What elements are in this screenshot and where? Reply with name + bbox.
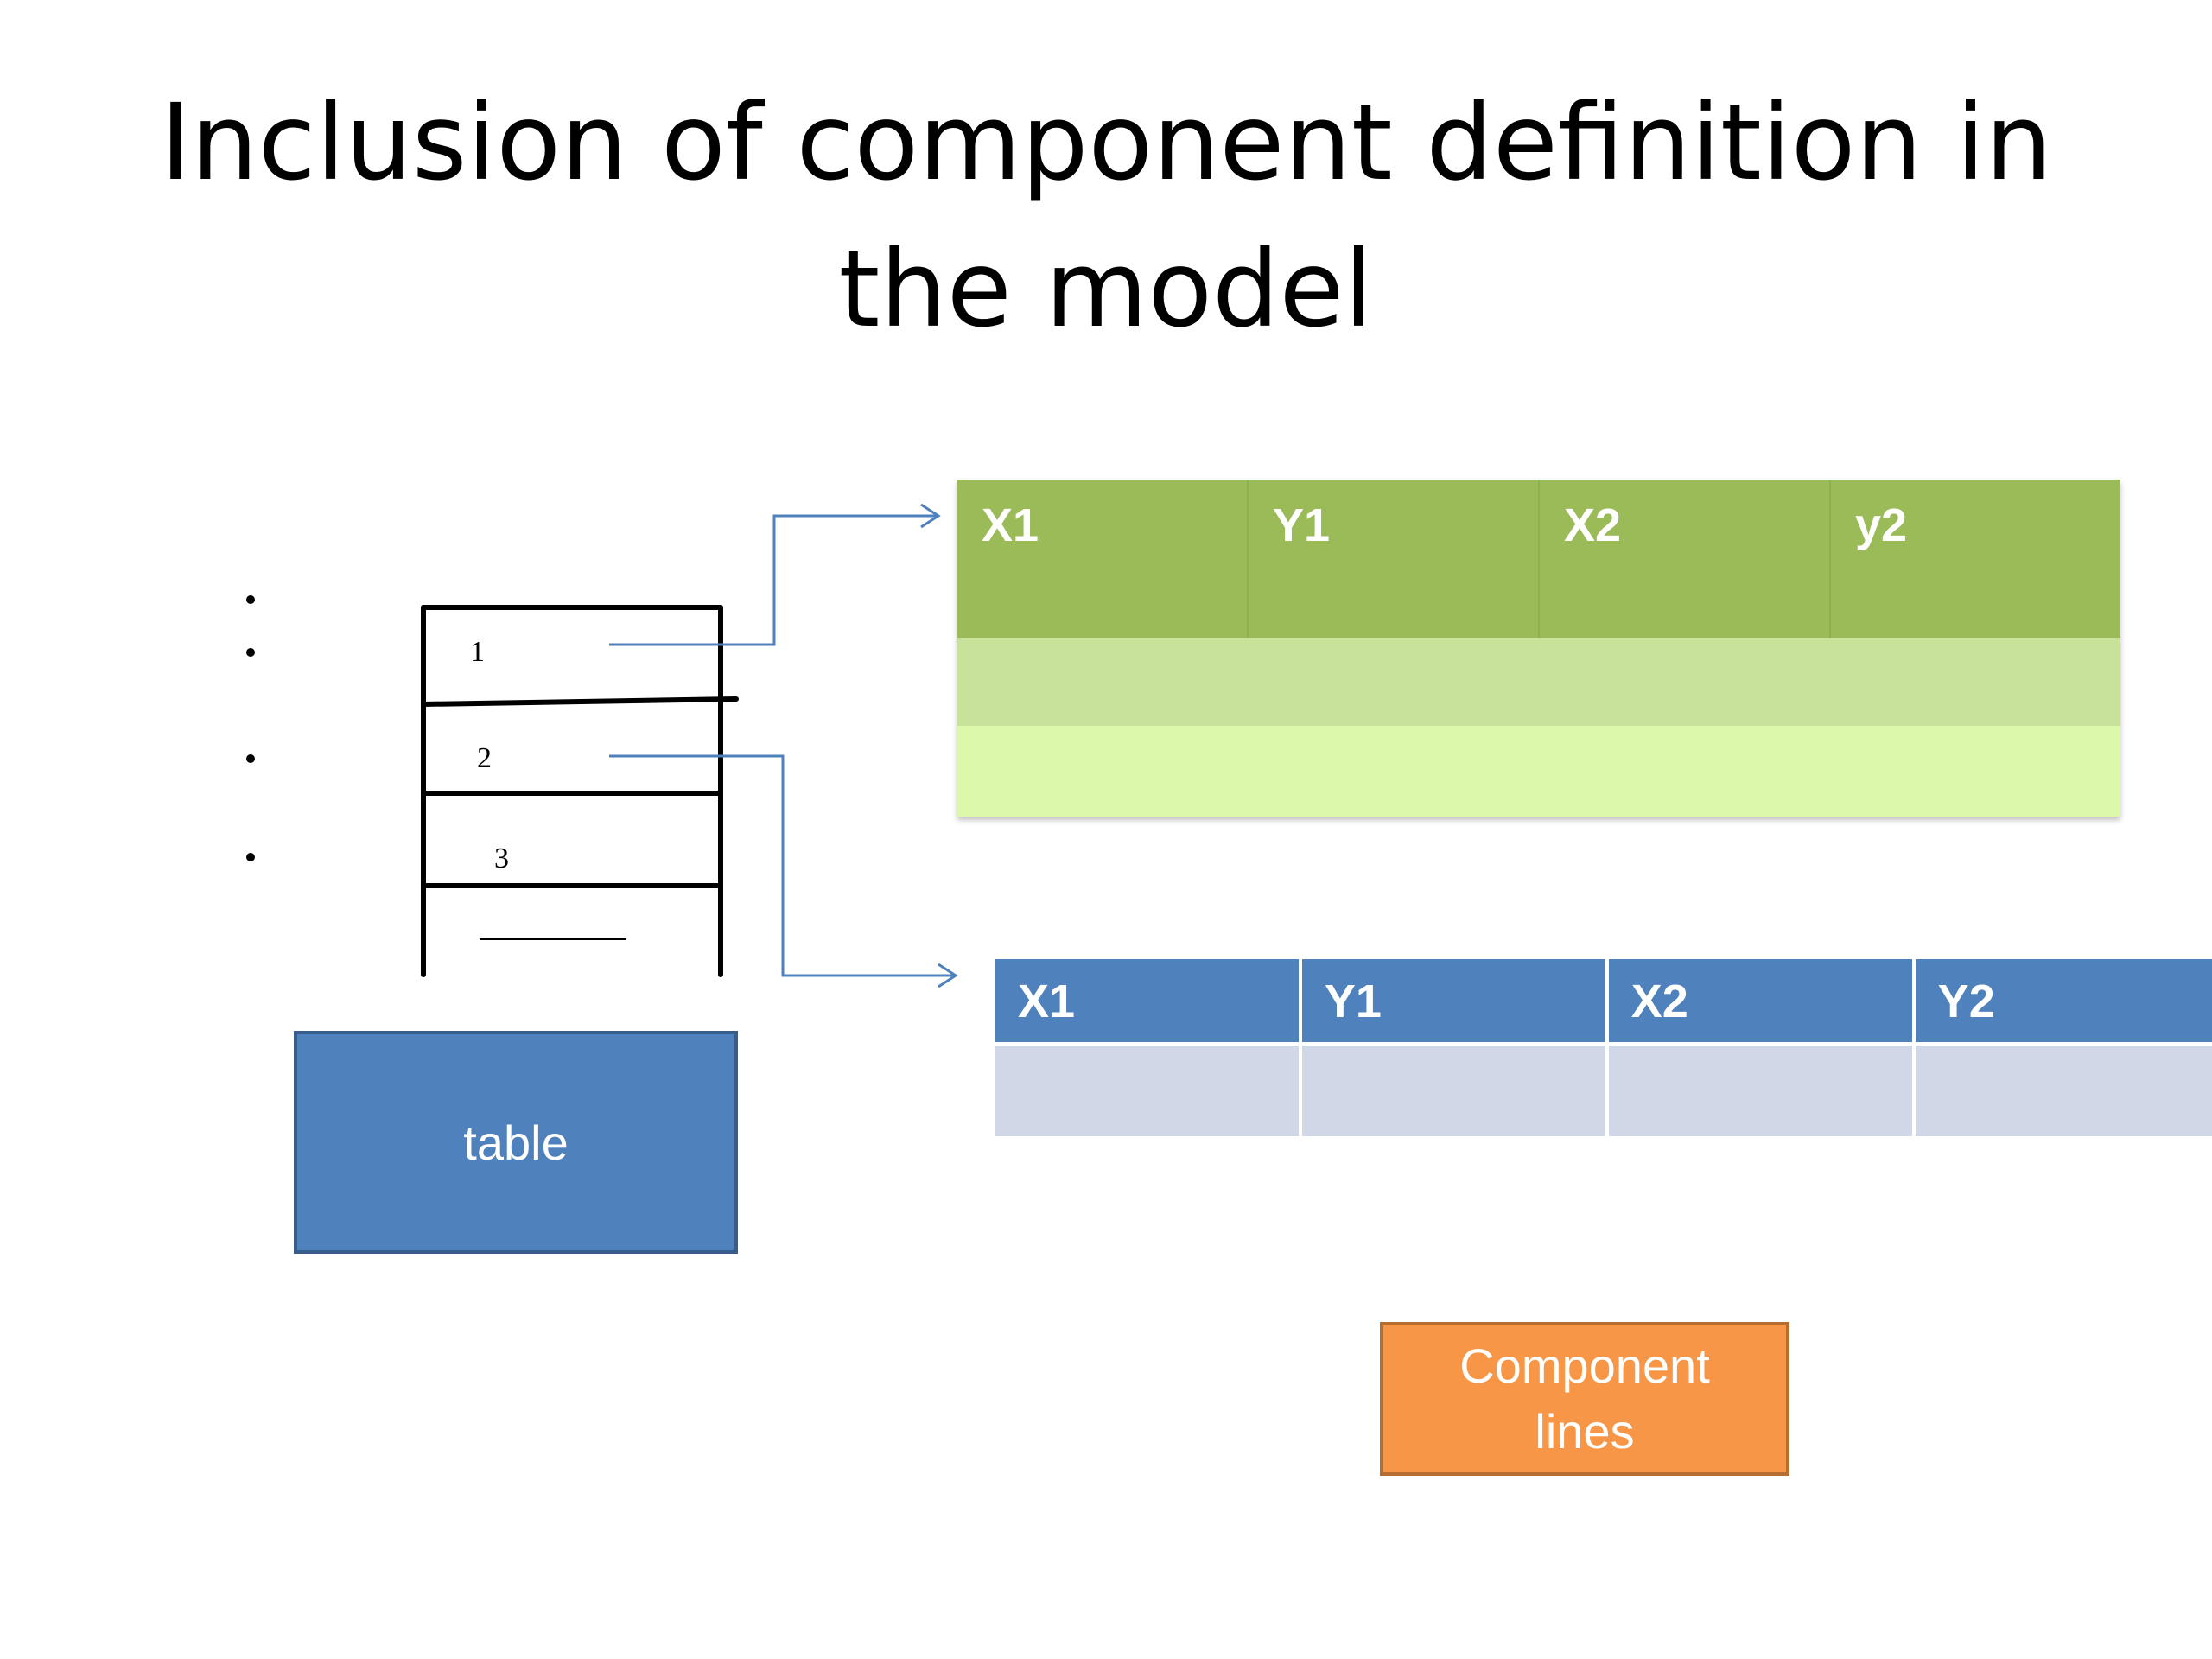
component-lines-box: Component lines <box>1380 1322 1789 1476</box>
blue-body-cell <box>1301 1046 1605 1136</box>
blue-header-cell-y1: Y1 <box>1301 959 1605 1042</box>
slide-title: Inclusion of component definition in the… <box>138 69 2074 363</box>
table-box: table <box>294 1031 738 1254</box>
arrowhead-blue <box>938 963 958 988</box>
blue-table: X1 Y1 X2 Y2 <box>995 959 2212 1136</box>
blue-body-cell <box>1608 1046 1912 1136</box>
slide-title-line-1: Inclusion of component definition in <box>160 81 2052 204</box>
bullet-dot <box>246 648 255 657</box>
list-number-2: 2 <box>477 742 492 774</box>
bullet-dot <box>246 595 255 604</box>
blue-body-cell <box>995 1046 1299 1136</box>
list-number-1: 1 <box>470 636 485 668</box>
green-header-cell-x1: X1 <box>957 480 1249 638</box>
list-number-3: 3 <box>494 842 509 874</box>
list-sketch-divider-1 <box>421 696 739 707</box>
arrowhead-green <box>920 503 941 529</box>
component-box-line-1: Component <box>1459 1338 1710 1393</box>
connector-arrow-to-green-table <box>609 514 937 646</box>
blue-header-cell-x2: X2 <box>1608 959 1912 1042</box>
blue-table-row <box>995 1042 2212 1136</box>
green-header-cell-y2: y2 <box>1855 499 1908 551</box>
green-header-cell-x2: X2 <box>1540 480 1831 638</box>
bullet-dot <box>246 853 255 861</box>
bullet-dot <box>246 754 255 763</box>
list-sketch <box>421 605 739 977</box>
green-table-row <box>957 726 2120 817</box>
blue-header-cell-y2: Y2 <box>1915 959 2212 1042</box>
blue-table-header: X1 Y1 X2 Y2 <box>995 959 2212 1042</box>
table-box-label: table <box>463 1115 569 1170</box>
blue-body-cell <box>1915 1046 2212 1136</box>
green-table: X1 Y1 X2 y2 <box>957 480 2120 817</box>
connector-arrow-to-blue-table <box>609 754 954 977</box>
slide-title-line-2: the model <box>838 228 1374 351</box>
blue-header-cell-x1: X1 <box>995 959 1299 1042</box>
component-box-line-2: lines <box>1535 1404 1635 1459</box>
green-header-cell-y1: Y1 <box>1249 480 1540 638</box>
green-table-row <box>957 638 2120 726</box>
green-table-header: X1 Y1 X2 y2 <box>957 480 2120 638</box>
